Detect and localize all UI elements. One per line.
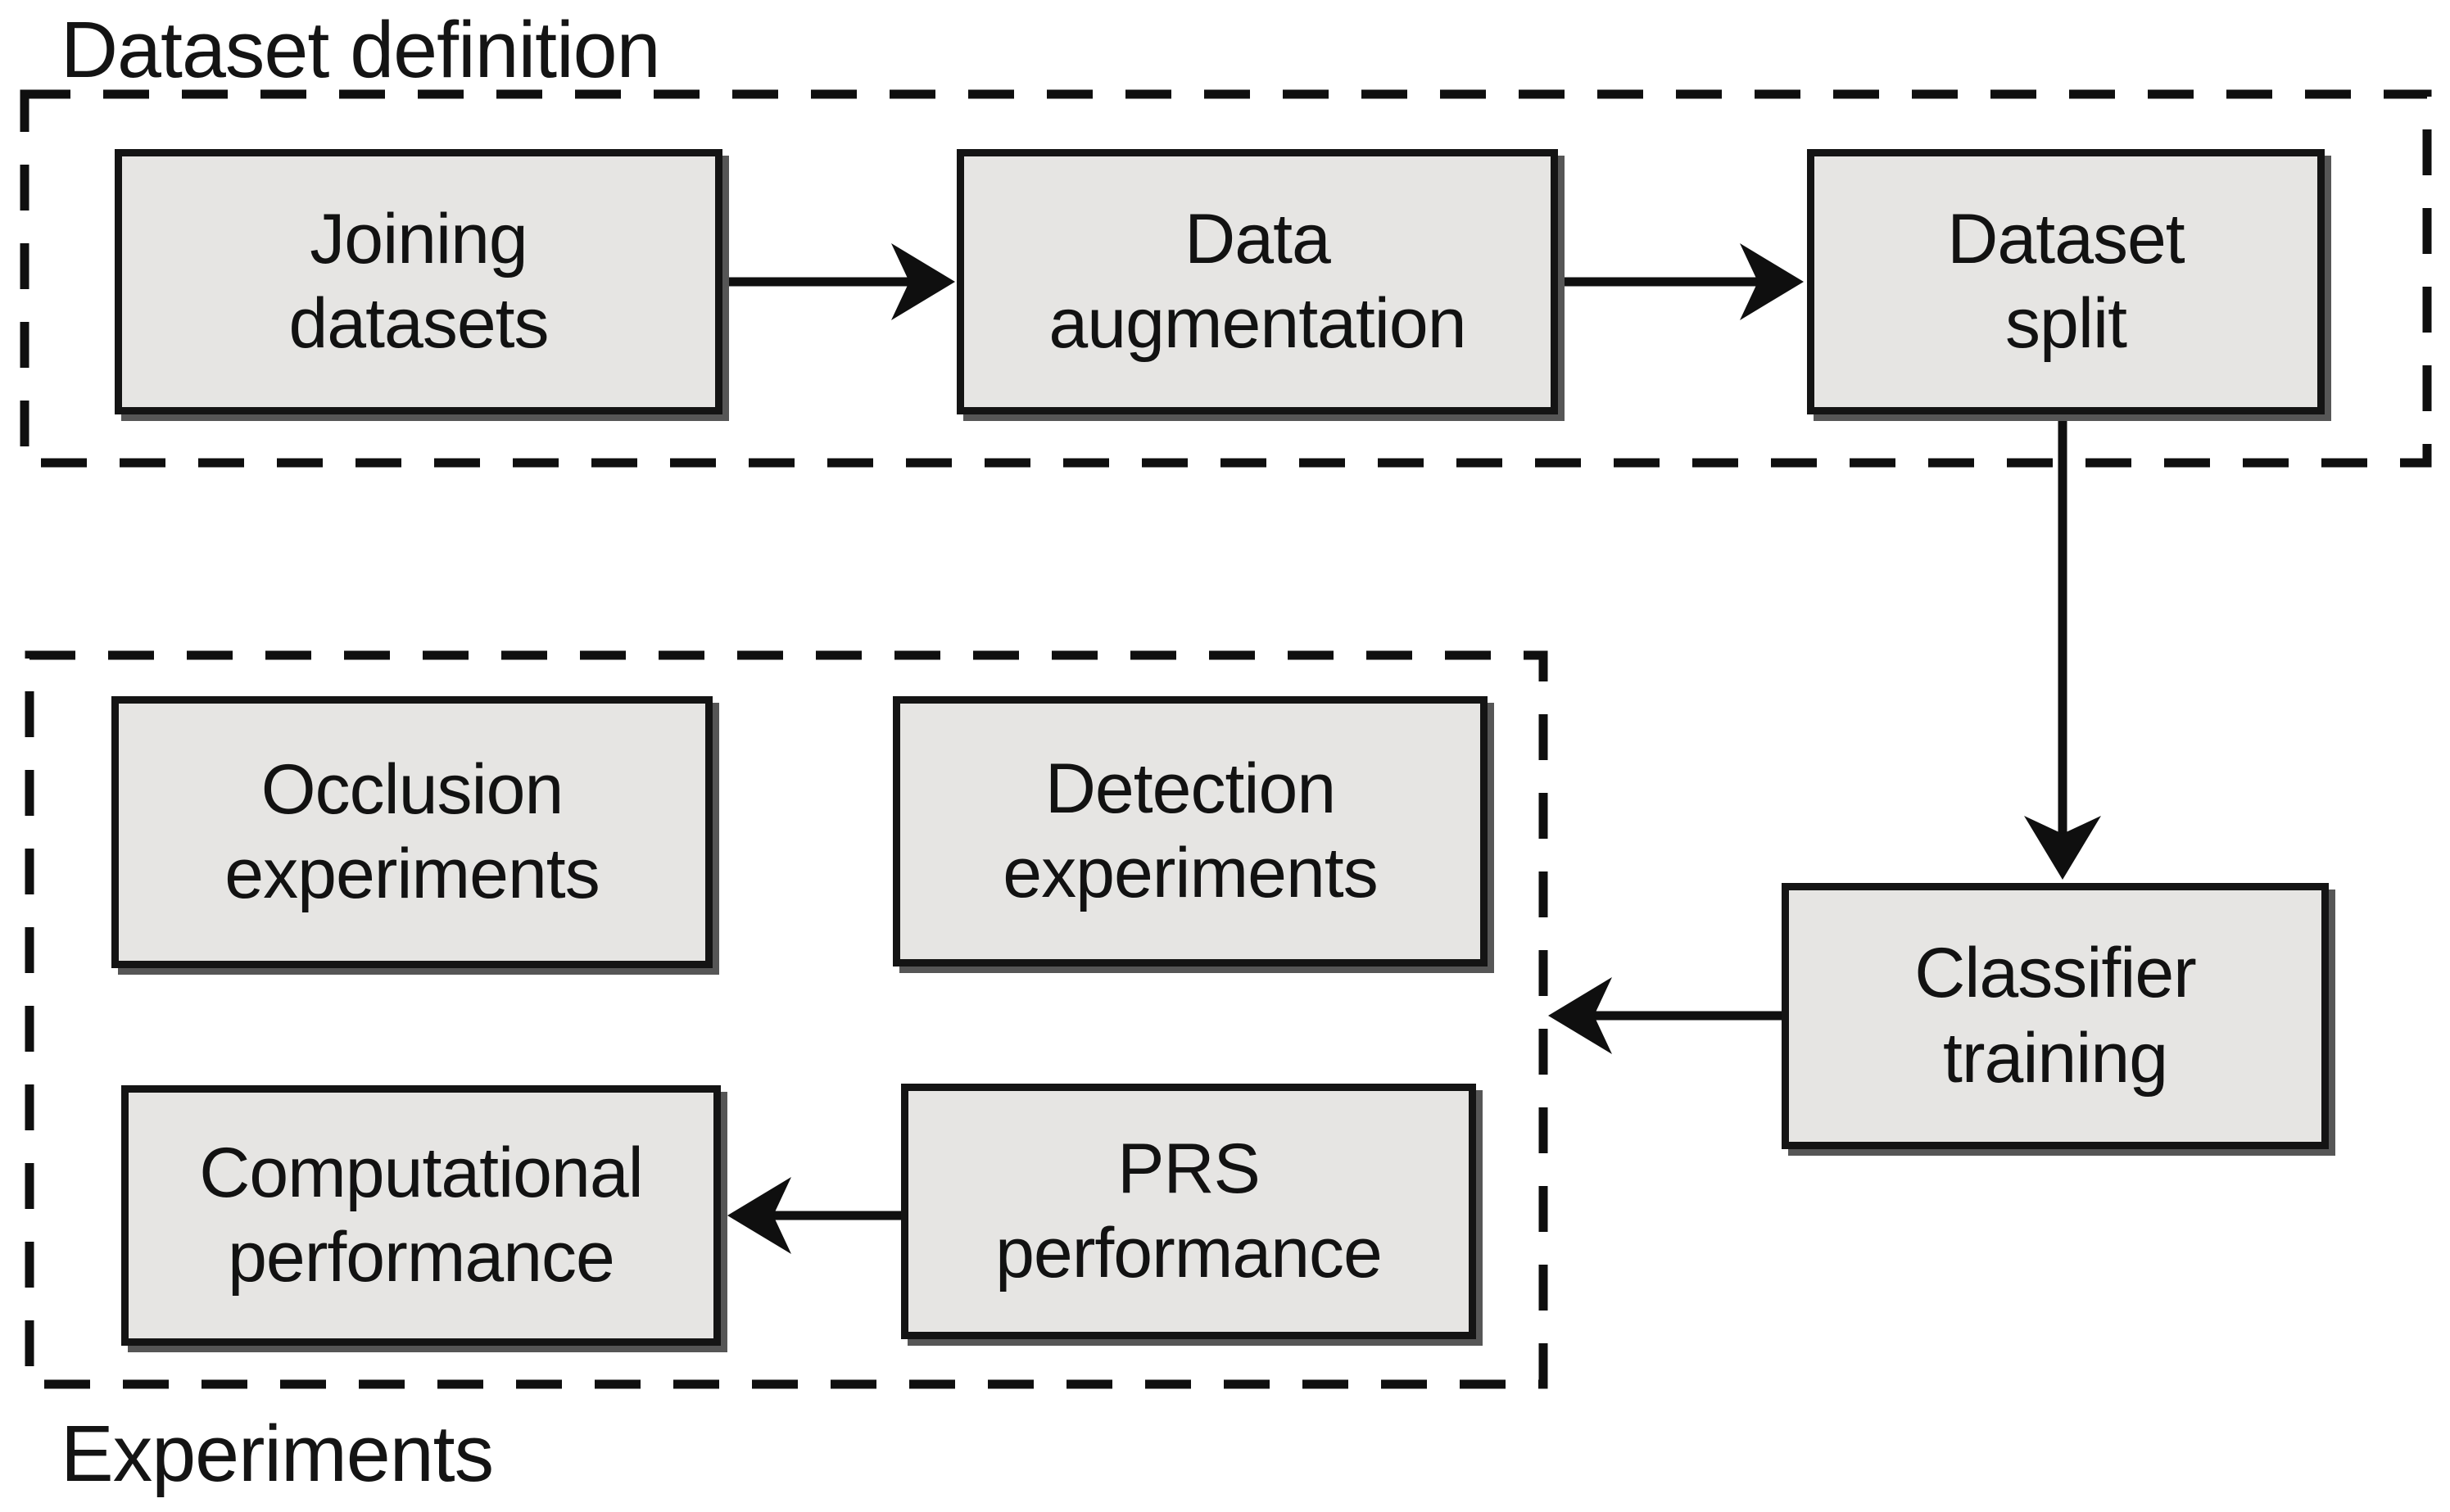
- node-label-line: performance: [995, 1214, 1383, 1292]
- dataset-definition-group-border: [20, 89, 2432, 468]
- node-computational-performance: Computational performance: [121, 1085, 721, 1346]
- node-label-line: training: [1942, 1018, 2168, 1098]
- arrow-split-to-classifier-head: [2024, 816, 2101, 880]
- node-classifier-training: Classifier training: [1782, 883, 2329, 1149]
- node-detection-experiments: Detection experiments: [893, 696, 1488, 967]
- node-prs-performance: PRS performance: [901, 1084, 1476, 1339]
- group-label-dataset-definition: Dataset definition: [61, 5, 661, 94]
- group-label-experiments: Experiments: [61, 1409, 494, 1498]
- node-label-line: performance: [228, 1218, 615, 1297]
- node-occlusion-experiments: Occlusion experiments: [111, 696, 713, 968]
- node-label-line: split: [2005, 284, 2127, 363]
- node-label-line: Occlusion: [260, 749, 564, 829]
- arrow-augmentation-to-split-head: [1740, 243, 1804, 320]
- node-label-line: Classifier: [1914, 934, 2197, 1013]
- node-label-line: Computational: [199, 1133, 644, 1212]
- node-label-line: Detection: [1044, 749, 1336, 828]
- arrow-joining-to-augmentation-head: [891, 243, 955, 320]
- node-label-line: PRS: [1117, 1129, 1261, 1208]
- node-label-line: augmentation: [1048, 284, 1466, 363]
- node-label-line: datasets: [288, 284, 549, 363]
- node-dataset-split: Dataset split: [1807, 149, 2325, 414]
- node-label-line: Data: [1184, 199, 1331, 278]
- node-joining-datasets: Joining datasets: [115, 149, 722, 414]
- node-label-line: Dataset: [1947, 199, 2185, 278]
- arrow-prs-to-computational-head: [727, 1177, 791, 1254]
- experiments-group-border: [25, 650, 1548, 1389]
- node-label-line: Joining: [310, 199, 528, 278]
- arrow-classifier-to-experiments-head: [1548, 977, 1612, 1054]
- node-label-line: experiments: [224, 835, 600, 913]
- node-data-augmentation: Data augmentation: [957, 149, 1558, 414]
- node-label-line: experiments: [1003, 834, 1378, 912]
